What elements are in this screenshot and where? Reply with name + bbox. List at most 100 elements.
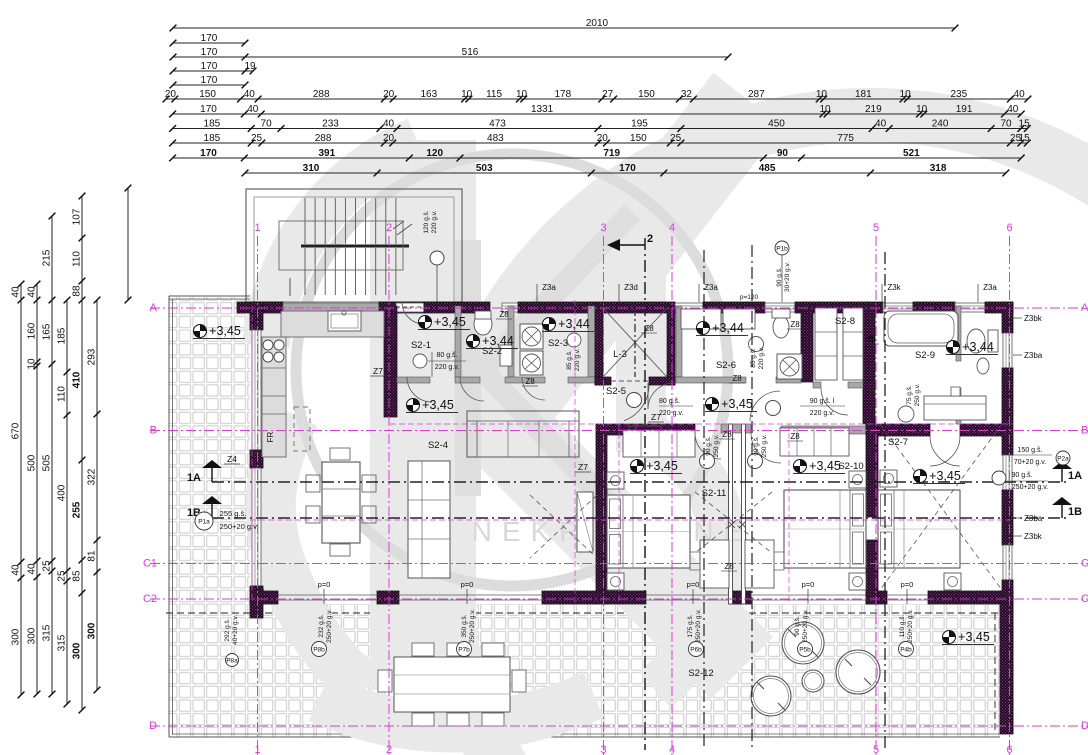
svg-text:Z8: Z8	[732, 374, 742, 383]
svg-text:32: 32	[681, 89, 693, 100]
svg-text:1: 1	[254, 222, 260, 234]
svg-text:40: 40	[244, 89, 256, 100]
svg-text:10: 10	[516, 89, 528, 100]
svg-text:+3,44: +3,44	[482, 334, 514, 348]
svg-text:473: 473	[489, 118, 506, 129]
svg-text:A: A	[1081, 302, 1088, 314]
svg-text:B: B	[1081, 425, 1088, 437]
svg-text:80 g.š.: 80 g.š.	[436, 352, 457, 359]
svg-text:120 g.š.: 120 g.š.	[423, 210, 430, 233]
svg-text:318: 318	[930, 163, 947, 174]
svg-text:+3,45: +3,45	[434, 315, 466, 329]
svg-text:S2-7: S2-7	[888, 437, 908, 448]
svg-text:40: 40	[27, 563, 38, 575]
svg-text:Z3a: Z3a	[704, 283, 718, 292]
svg-text:40+20 g.v.: 40+20 g.v.	[232, 615, 239, 645]
svg-text:Z7: Z7	[373, 366, 383, 376]
svg-text:40: 40	[1014, 89, 1026, 100]
svg-text:322: 322	[87, 468, 98, 485]
svg-text:P5b: P5b	[799, 647, 811, 654]
svg-text:220 g.v.: 220 g.v.	[659, 410, 683, 417]
svg-text:178: 178	[554, 89, 571, 100]
svg-text:170: 170	[201, 75, 218, 86]
svg-text:A: A	[150, 302, 158, 314]
svg-text:175 g.š.: 175 g.š.	[687, 614, 694, 637]
svg-text:400: 400	[57, 484, 68, 501]
svg-text:Z8: Z8	[644, 324, 654, 333]
svg-text:503: 503	[476, 163, 493, 174]
svg-text:20: 20	[597, 133, 609, 144]
svg-text:250 g.v.: 250 g.v.	[914, 383, 921, 406]
svg-text:P1b: P1b	[776, 246, 788, 253]
svg-text:185: 185	[57, 327, 68, 344]
svg-text:85 g.š.: 85 g.š.	[566, 350, 573, 370]
svg-text:+3,45: +3,45	[809, 459, 841, 473]
svg-text:+3,44: +3,44	[962, 340, 994, 354]
svg-text:1A: 1A	[187, 472, 201, 484]
svg-text:P2a: P2a	[1057, 456, 1069, 463]
svg-text:505: 505	[42, 454, 53, 471]
svg-text:Z3bk: Z3bk	[1024, 314, 1043, 323]
svg-text:5: 5	[873, 222, 879, 234]
svg-text:Z8: Z8	[790, 320, 800, 329]
svg-text:1A: 1A	[1068, 470, 1082, 482]
svg-text:Z3ba: Z3ba	[1024, 351, 1043, 360]
svg-text:C2: C2	[143, 593, 157, 605]
svg-text:250 g.v.: 250 g.v.	[713, 434, 720, 457]
svg-text:5: 5	[873, 744, 879, 755]
svg-text:410: 410	[72, 371, 83, 388]
svg-text:170: 170	[201, 33, 218, 44]
svg-text:20: 20	[383, 133, 395, 144]
svg-text:P6b: P6b	[690, 647, 702, 654]
svg-text:Z8: Z8	[722, 430, 732, 439]
svg-text:483: 483	[487, 133, 504, 144]
svg-text:2010: 2010	[586, 18, 609, 29]
svg-text:85: 85	[72, 570, 83, 582]
svg-text:90 g.š.: 90 g.š.	[776, 267, 783, 287]
svg-text:391: 391	[318, 148, 335, 159]
svg-text:10: 10	[819, 104, 831, 115]
svg-text:232 g.š.: 232 g.š.	[318, 614, 325, 637]
svg-text:p=0: p=0	[687, 580, 700, 589]
svg-text:P8b: P8b	[313, 647, 325, 654]
svg-text:40: 40	[247, 104, 259, 115]
svg-text:300: 300	[11, 628, 22, 645]
svg-text:B: B	[150, 425, 157, 437]
svg-text:88: 88	[72, 285, 83, 297]
svg-text:25: 25	[57, 570, 68, 582]
svg-text:S2-12: S2-12	[688, 668, 713, 679]
svg-text:90 g.š.: 90 g.š.	[705, 436, 712, 456]
svg-text:120: 120	[426, 148, 443, 159]
svg-text:p=0: p=0	[802, 580, 815, 589]
svg-text:1331: 1331	[531, 104, 554, 115]
svg-text:288: 288	[313, 89, 330, 100]
svg-text:25: 25	[42, 560, 53, 572]
svg-text:15: 15	[1019, 133, 1031, 144]
svg-text:81: 81	[87, 550, 98, 562]
svg-text:25: 25	[1010, 133, 1022, 144]
svg-text:250+20 g.v.: 250+20 g.v.	[1012, 484, 1048, 491]
svg-text:10: 10	[900, 89, 912, 100]
svg-text:Z3d: Z3d	[624, 283, 638, 292]
svg-text:220 g.v.: 220 g.v.	[574, 348, 581, 371]
svg-text:85 g.š.: 85 g.š.	[750, 348, 757, 368]
svg-text:110: 110	[57, 386, 68, 402]
svg-text:40: 40	[383, 118, 395, 129]
svg-text:185: 185	[204, 133, 221, 144]
svg-text:150: 150	[630, 133, 647, 144]
svg-text:10: 10	[461, 89, 473, 100]
svg-text:250+20 g.v.: 250+20 g.v.	[907, 609, 914, 643]
svg-text:185: 185	[204, 118, 221, 129]
svg-text:S2-6: S2-6	[716, 360, 736, 371]
svg-text:S2-11: S2-11	[702, 488, 727, 499]
svg-text:1: 1	[254, 744, 260, 755]
svg-text:P1a: P1a	[198, 519, 210, 526]
svg-text:90: 90	[777, 148, 789, 159]
svg-text:90 g.š. l: 90 g.š. l	[810, 398, 835, 405]
svg-text:485: 485	[759, 163, 776, 174]
svg-text:1B: 1B	[1068, 506, 1082, 518]
svg-text:220 g.v.: 220 g.v.	[431, 210, 438, 233]
svg-text:90 g.š.: 90 g.š.	[753, 436, 760, 456]
svg-text:250+20 g.v.: 250+20 g.v.	[469, 609, 476, 643]
svg-text:p=0: p=0	[901, 580, 914, 589]
